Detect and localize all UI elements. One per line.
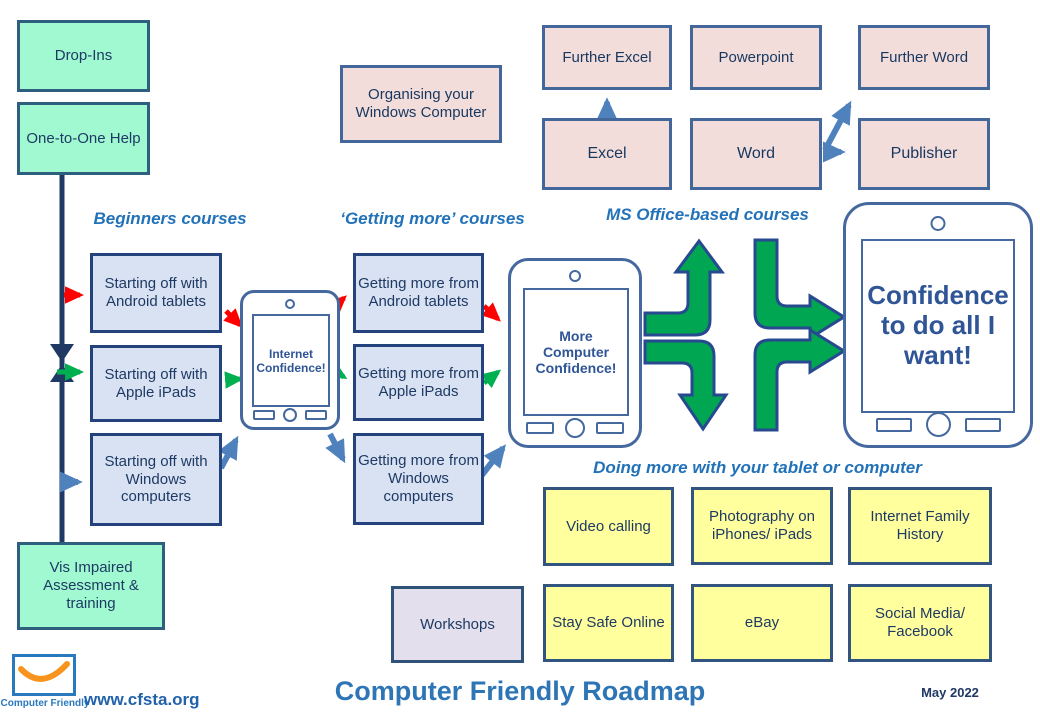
starting-windows-label: Starting off with Windows computers xyxy=(104,452,208,506)
starting-android-label: Starting off with Android tablets xyxy=(104,275,208,310)
getting-ipads-box: Getting more from Apple iPads xyxy=(353,344,484,421)
phone1-home-button-icon xyxy=(283,408,297,422)
phone1-camera-icon xyxy=(285,299,295,309)
phone2-right-button-icon xyxy=(596,422,624,434)
green-branch-down-arrow xyxy=(643,339,729,432)
stay-safe-online-box: Stay Safe Online xyxy=(543,584,674,662)
phone1-left-button-icon xyxy=(253,410,275,420)
red-arrow-android-to-phone1 xyxy=(223,308,243,328)
spine-down-arrowhead xyxy=(50,344,74,362)
logo-caption: Computer Friendly xyxy=(0,698,90,709)
green-merge-bottom-arrow xyxy=(753,327,847,432)
workshops-label: Workshops xyxy=(420,615,495,633)
video-calling-box: Video calling xyxy=(543,487,674,566)
phone3-right-button-icon xyxy=(964,417,1001,432)
phone1-right-button-icon xyxy=(305,410,327,420)
starting-ipads-box: Starting off with Apple iPads xyxy=(90,345,222,422)
beginners-courses-header: Beginners courses xyxy=(93,209,247,228)
ebay-label: eBay xyxy=(744,614,780,632)
word-label: Word xyxy=(737,144,775,162)
further-excel-box: Further Excel xyxy=(542,25,672,90)
getting-ipads-label: Getting more from Apple iPads xyxy=(358,364,479,400)
phone2-left-button-icon xyxy=(526,422,554,434)
doing-more-header: Doing more with your tablet or computer xyxy=(593,458,922,477)
phone3-home-button-icon xyxy=(925,412,951,437)
smile-icon xyxy=(18,661,70,682)
starting-windows-box: Starting off with Windows computers xyxy=(90,433,222,526)
phone3-label: Confidence to do all I want! xyxy=(867,280,1009,370)
internet-family-history-label: Internet Family History xyxy=(870,508,970,543)
getting-more-courses-header: ‘Getting more’ courses xyxy=(340,209,525,228)
powerpoint-box: Powerpoint xyxy=(690,25,822,90)
drop-ins-label: Drop-Ins xyxy=(54,47,113,65)
green-merge-top-arrow xyxy=(753,238,847,341)
spine-up-arrowhead xyxy=(50,364,74,382)
date-label: May 2022 xyxy=(921,685,979,700)
vis-impaired-label: Vis Impaired Assessment & training xyxy=(43,559,139,612)
further-excel-label: Further Excel xyxy=(562,48,652,66)
excel-label: Excel xyxy=(587,144,627,162)
drop-ins-box: Drop-Ins xyxy=(17,20,150,92)
getting-android-box: Getting more from Android tablets xyxy=(353,253,484,333)
phone3-left-button-icon xyxy=(875,417,912,432)
vis-impaired-box: Vis Impaired Assessment & training xyxy=(17,542,165,630)
green-arrow-getting-ipads-to-phone2 xyxy=(480,369,502,389)
phone-internet-confidence: Internet Confidence! xyxy=(240,290,340,430)
workshops-box: Workshops xyxy=(391,586,524,663)
getting-windows-box: Getting more from Windows computers xyxy=(353,433,484,525)
phone1-screen: Internet Confidence! xyxy=(252,314,330,407)
ebay-box: eBay xyxy=(691,584,833,662)
phone-more-confidence: More Computer Confidence! xyxy=(508,258,642,448)
publisher-label: Publisher xyxy=(890,144,958,162)
ms-office-courses-header: MS Office-based courses xyxy=(606,205,809,224)
organising-windows-label: Organising your Windows Computer xyxy=(355,86,487,121)
internet-family-history-box: Internet Family History xyxy=(848,487,992,565)
phone3-home-row xyxy=(846,412,1030,437)
phone1-label: Internet Confidence! xyxy=(256,346,326,375)
excel-box: Excel xyxy=(542,118,672,190)
website-url: www.cfsta.org xyxy=(84,690,200,709)
computer-friendly-logo xyxy=(12,654,76,696)
blue-arrow-windows-to-phone1 xyxy=(218,435,239,470)
stay-safe-online-label: Stay Safe Online xyxy=(552,614,665,632)
green-arrow-ipads-to-phone1 xyxy=(224,371,244,389)
further-word-box: Further Word xyxy=(858,25,990,90)
organising-windows-box: Organising your Windows Computer xyxy=(340,65,502,143)
social-media-label: Social Media/ Facebook xyxy=(874,605,966,640)
one-to-one-help-label: One-to-One Help xyxy=(26,129,141,147)
phone2-home-button-icon xyxy=(565,418,585,438)
further-word-label: Further Word xyxy=(879,48,969,66)
social-media-box: Social Media/ Facebook xyxy=(848,584,992,662)
getting-windows-label: Getting more from Windows computers xyxy=(358,452,479,505)
phone2-label: More Computer Confidence! xyxy=(535,328,617,376)
phone2-camera-icon xyxy=(569,270,581,282)
getting-android-label: Getting more from Android tablets xyxy=(358,275,479,310)
photography-box: Photography on iPhones/ iPads xyxy=(691,487,833,565)
blue-arrow-word-to-further-word xyxy=(822,100,852,152)
photography-label: Photography on iPhones/ iPads xyxy=(709,508,815,543)
red-arrow-getting-android-to-phone2 xyxy=(481,302,501,322)
phone-confidence-goal: Confidence to do all I want! xyxy=(843,202,1033,448)
phone3-camera-icon xyxy=(930,216,946,231)
publisher-box: Publisher xyxy=(858,118,990,190)
one-to-one-help-box: One-to-One Help xyxy=(17,102,150,175)
phone2-home-row xyxy=(511,418,639,438)
phone2-screen: More Computer Confidence! xyxy=(523,288,629,416)
phone3-screen: Confidence to do all I want! xyxy=(861,239,1015,413)
word-box: Word xyxy=(690,118,822,190)
page-title: Computer Friendly Roadmap xyxy=(334,676,706,706)
video-calling-label: Video calling xyxy=(566,517,651,535)
phone1-home-row xyxy=(243,408,337,422)
powerpoint-label: Powerpoint xyxy=(718,48,794,66)
blue-arrow-phone1-to-getting-windows xyxy=(325,432,346,464)
starting-android-box: Starting off with Android tablets xyxy=(90,253,222,333)
green-branch-up-arrow xyxy=(643,238,725,337)
starting-ipads-label: Starting off with Apple iPads xyxy=(104,365,208,401)
